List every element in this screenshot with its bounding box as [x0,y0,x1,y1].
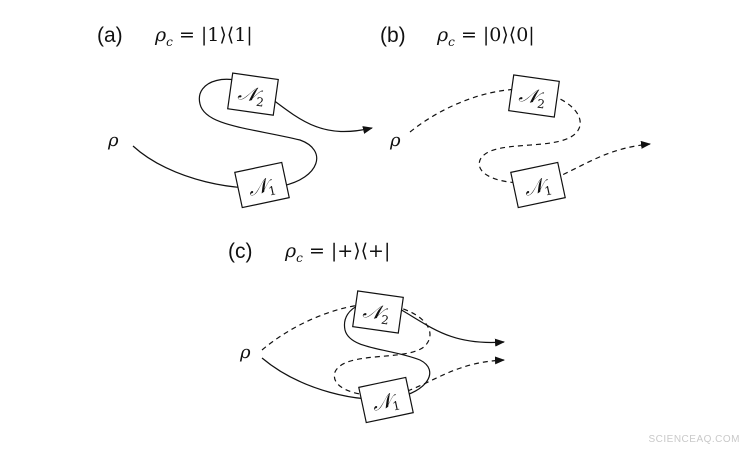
panel-a-rho: ρ [107,130,119,151]
panel-b-diagram: ρ 𝒩2 𝒩1 [389,74,651,209]
formula-subscript: c [296,250,303,265]
panel-a-box-n1: 𝒩1 [234,161,290,209]
panel-b-rho: ρ [389,130,401,151]
formula-equals: = [454,24,483,46]
panel-a-n2-sub: 2 [255,95,265,110]
formula-rho: ρ [437,24,449,46]
panel-c-diagram: ρ 𝒩2 𝒩1 [239,290,505,424]
panel-a-formula: ρc = |1⟩⟨1| [155,24,253,49]
panel-a-n1-sub: 1 [267,183,277,198]
panel-b-formula: ρc = |0⟩⟨0| [437,24,535,49]
panel-b-state: |0⟩⟨0| [482,24,535,46]
panel-b-n2-sub: 2 [536,97,546,112]
panel-a-box-n2: 𝒩2 [227,72,279,116]
panel-b-box-n2: 𝒩2 [508,74,560,118]
panel-a-state: |1⟩⟨1| [200,24,253,46]
panel-a-diagram: ρ 𝒩1 𝒩2 [107,72,373,209]
panel-c-rho: ρ [239,342,251,363]
formula-rho: ρ [155,24,167,46]
formula-subscript: c [448,34,455,49]
watermark: SCIENCEAQ.COM [648,434,740,445]
panel-c-formula: ρc = |+⟩⟨+| [285,240,390,265]
formula-equals: = [172,24,201,46]
panel-c-n1-sub: 1 [391,398,401,413]
formula-rho: ρ [285,240,297,262]
formula-subscript: c [166,34,173,49]
panel-c-state: |+⟩⟨+| [330,240,391,262]
panel-c-box-n2: 𝒩2 [352,290,404,334]
panel-b-n1-sub: 1 [543,183,553,198]
formula-equals: = [302,240,331,262]
panel-c-n2-sub: 2 [380,313,390,328]
panel-b-path [409,88,651,184]
panel-c-label: (c) [228,240,253,263]
panel-b-label: (b) [380,24,406,47]
panel-b-box-n1: 𝒩1 [510,161,566,209]
panel-a-label: (a) [97,24,123,47]
panel-c-box-n1: 𝒩1 [358,376,414,424]
